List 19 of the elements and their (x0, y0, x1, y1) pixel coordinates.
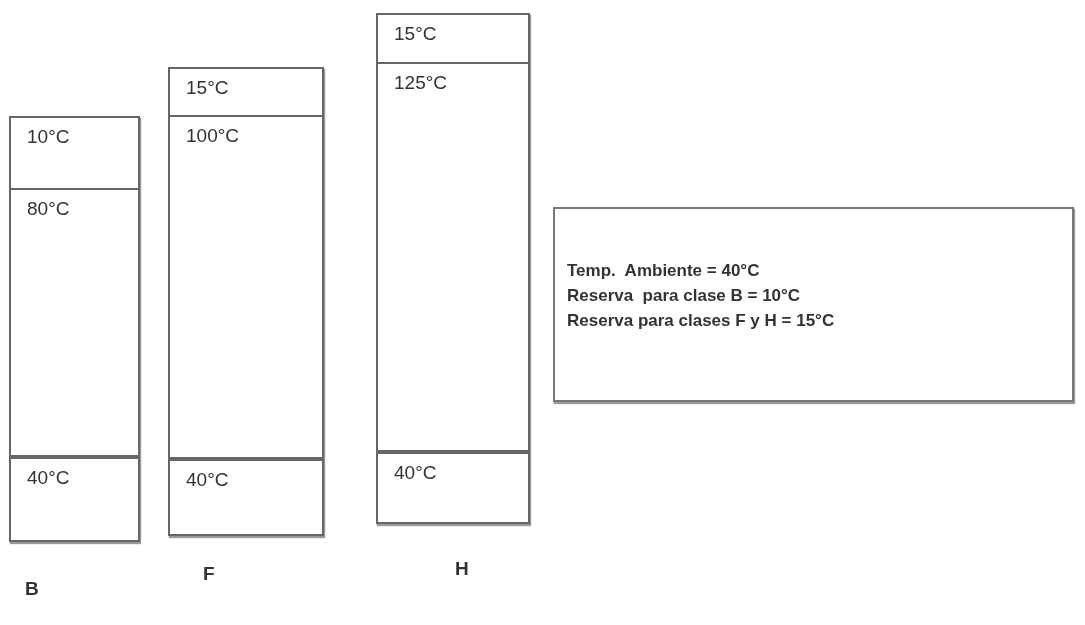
class-label: H (455, 558, 469, 580)
temperature-label: 15°C (394, 23, 437, 45)
temperature-label: 10°C (27, 126, 70, 148)
insulation-class-column (168, 67, 324, 536)
class-label: F (203, 563, 215, 585)
temperature-label: 40°C (186, 469, 229, 491)
temperature-label: 15°C (186, 77, 229, 99)
temperature-label: 80°C (27, 198, 70, 220)
note-text: Reserva para clase B = 10°C (567, 286, 801, 306)
temperature-label: 40°C (394, 462, 437, 484)
note-text: Reserva para clases F y H = 15°C (567, 311, 835, 331)
note-box (553, 207, 1074, 402)
insulation-class-column (9, 116, 140, 542)
insulation-class-column (376, 13, 530, 524)
temperature-label: 40°C (27, 467, 70, 489)
temperature-label: 125°C (394, 72, 448, 94)
class-label: B (25, 578, 39, 600)
temperature-label: 100°C (186, 125, 240, 147)
note-text: Temp. Ambiente = 40°C (567, 261, 760, 281)
